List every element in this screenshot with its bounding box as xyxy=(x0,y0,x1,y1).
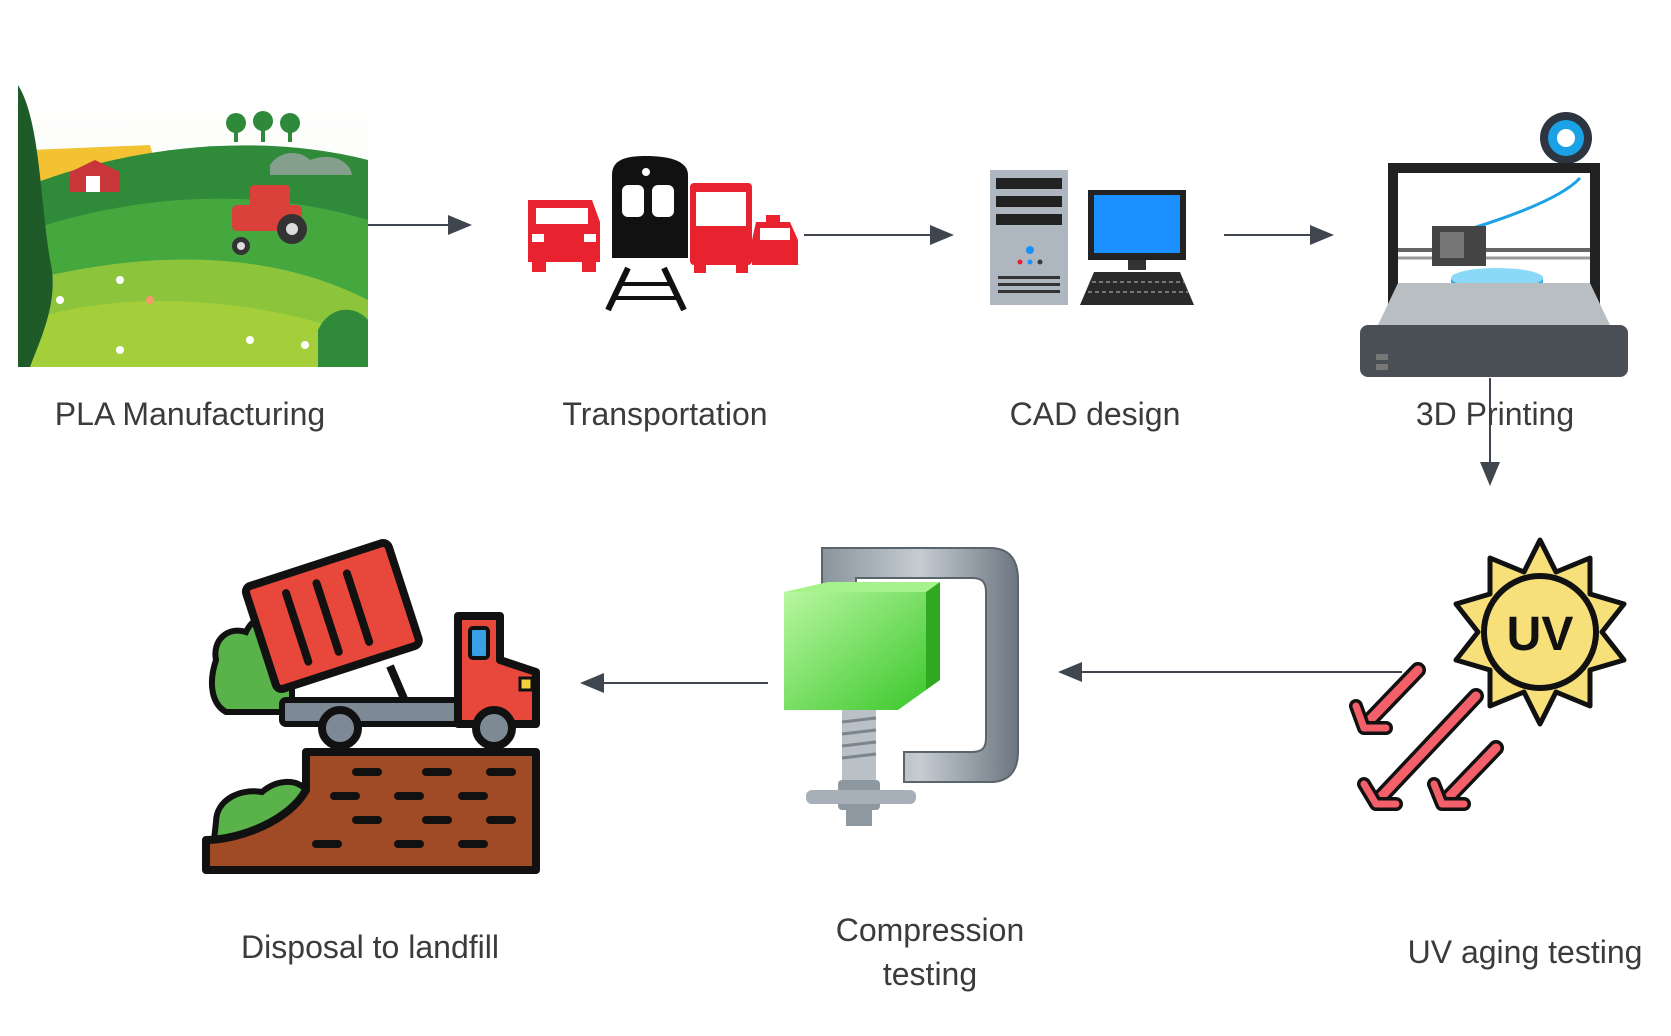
clamp-icon xyxy=(784,547,1019,826)
transport-vehicles-icon xyxy=(528,156,798,312)
label-compression-testing: Compression testing xyxy=(790,908,1070,996)
desktop-computer-icon xyxy=(990,170,1194,305)
3d-printer-icon xyxy=(1360,112,1628,377)
label-compression-line2: testing xyxy=(882,956,978,992)
label-transportation: Transportation xyxy=(562,396,768,432)
svg-text:UV: UV xyxy=(1507,608,1574,661)
label-disposal-to-landfill: Disposal to landfill xyxy=(241,929,499,965)
label-pla-manufacturing: PLA Manufacturing xyxy=(54,396,326,432)
label-3d-printing: 3D Printing xyxy=(1415,396,1575,432)
label-cad-design: CAD design xyxy=(1009,396,1181,432)
uv-sun-icon: UV xyxy=(1349,537,1627,811)
farm-landscape-icon xyxy=(18,85,368,367)
dump-truck-landfill-icon xyxy=(202,539,540,874)
label-compression-line1: Compression xyxy=(835,912,1025,948)
label-uv-aging-testing: UV aging testing xyxy=(1407,934,1643,970)
